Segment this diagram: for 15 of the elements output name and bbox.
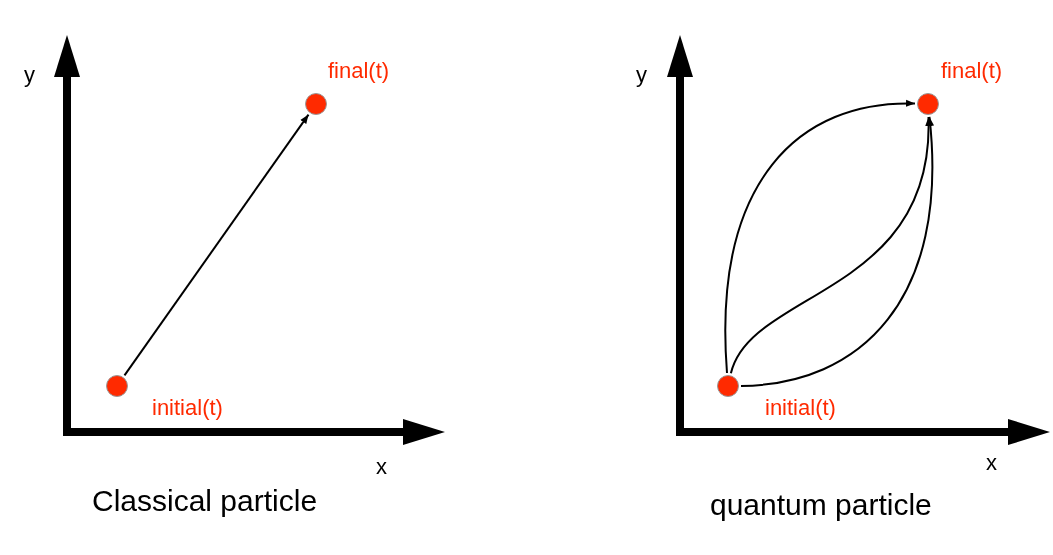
particle-dot [717, 375, 739, 397]
panel-title: Classical particle [92, 486, 318, 516]
axis-label: y [24, 64, 35, 86]
point-label: final(t) [941, 60, 1003, 82]
point-label: initial(t) [152, 397, 223, 419]
point-label: initial(t) [765, 397, 836, 419]
axis-label: x [986, 452, 997, 474]
axis-label: y [636, 64, 647, 86]
particle-dot [305, 93, 327, 115]
particle-dot [917, 93, 939, 115]
point-label: final(t) [328, 60, 390, 82]
axis-label: x [376, 456, 387, 478]
arrow [123, 113, 310, 377]
panel-title: quantum particle [710, 490, 932, 520]
particle-dot [106, 375, 128, 397]
